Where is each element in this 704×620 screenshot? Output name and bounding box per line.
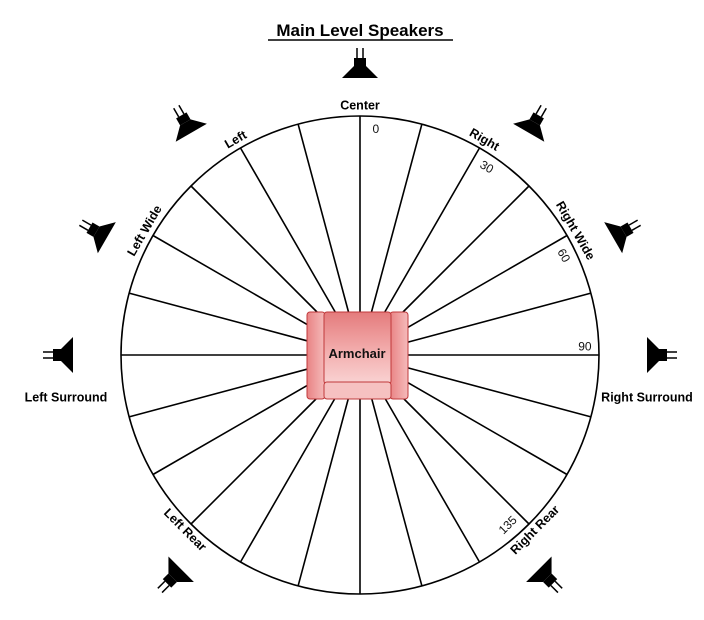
speaker-cone [61,337,73,373]
armchair-right-arm [389,311,409,400]
speaker-wire [540,107,547,118]
degree-label-60: 60 [554,246,573,265]
speaker-icon[interactable] [342,48,378,78]
listening-circle [120,115,600,595]
speaker-wire [81,219,92,226]
speaker-magnet [53,349,61,361]
speaker-wire [628,219,639,226]
spoke-300 [152,234,308,326]
speaker-magnet [86,222,100,237]
speaker-icon[interactable] [513,98,559,142]
speaker-wire [550,584,559,594]
spoke-120 [407,382,568,476]
speaker-icon[interactable] [604,207,648,254]
speaker-icon[interactable] [526,556,573,604]
spoke-150 [384,398,481,563]
spoke-240 [152,384,308,476]
armchair-seat-front [323,381,392,400]
speaker-cone [604,222,627,254]
speaker-magnet [354,58,366,66]
spoke-30 [384,147,481,313]
speaker-wire [178,104,185,115]
spoke-345 [297,123,350,313]
speaker-wire [554,580,563,589]
speaker-magnet [529,112,544,126]
speaker-cone [168,556,194,582]
spoke-210 [239,398,336,563]
speaker-cone [647,337,659,373]
diagram-title: Main Level Speakers [276,21,443,40]
angle-spokes [121,116,599,594]
degree-label-0: 0 [372,122,379,136]
speaker-cone [513,119,545,142]
spoke-105 [407,367,592,418]
speaker-magnet [162,573,177,588]
spoke-75 [407,292,592,343]
speaker-label-left-surround: Left Surround [25,390,108,404]
spoke-195 [297,398,349,587]
speaker-label-right-surround: Right Surround [601,390,693,404]
speaker-icon[interactable] [43,337,73,373]
speaker-icon[interactable] [161,98,207,142]
speaker-wire [161,584,170,594]
spoke-330 [239,147,336,313]
speaker-cone [93,222,116,254]
armchair-label: Armchair [328,346,385,361]
speaker-wire [535,104,542,115]
spoke-285 [128,292,308,342]
spoke-60 [407,234,568,328]
speaker-magnet [176,112,191,126]
armchair[interactable]: Armchair [306,311,409,400]
speaker-icon[interactable] [72,207,116,254]
speaker-cone [175,119,207,142]
speaker-icon[interactable] [647,337,677,373]
speaker-wire [631,224,642,231]
speaker-label-right: Right [467,126,502,155]
speaker-magnet [620,222,634,237]
armchair-left-arm [306,311,326,400]
speaker-magnet [543,573,558,588]
degree-label-135: 135 [496,513,520,537]
spoke-165 [371,398,423,587]
spoke-315 [190,185,318,313]
speaker-wire [173,107,180,118]
spoke-45 [402,185,530,313]
speaker-icon[interactable] [147,556,194,604]
spoke-255 [128,368,308,418]
speaker-cone [526,556,552,582]
speaker-wire [157,580,166,589]
speaker-label-center: Center [340,98,380,112]
spoke-135 [403,398,530,525]
spoke-225 [190,398,317,525]
speaker-label-left: Left [222,127,250,151]
degree-label-90: 90 [578,339,592,353]
speaker-wire [78,224,89,231]
speaker-magnet [659,349,667,361]
speaker-cone [342,66,378,78]
degree-label-30: 30 [478,157,497,176]
spoke-15 [370,123,423,313]
